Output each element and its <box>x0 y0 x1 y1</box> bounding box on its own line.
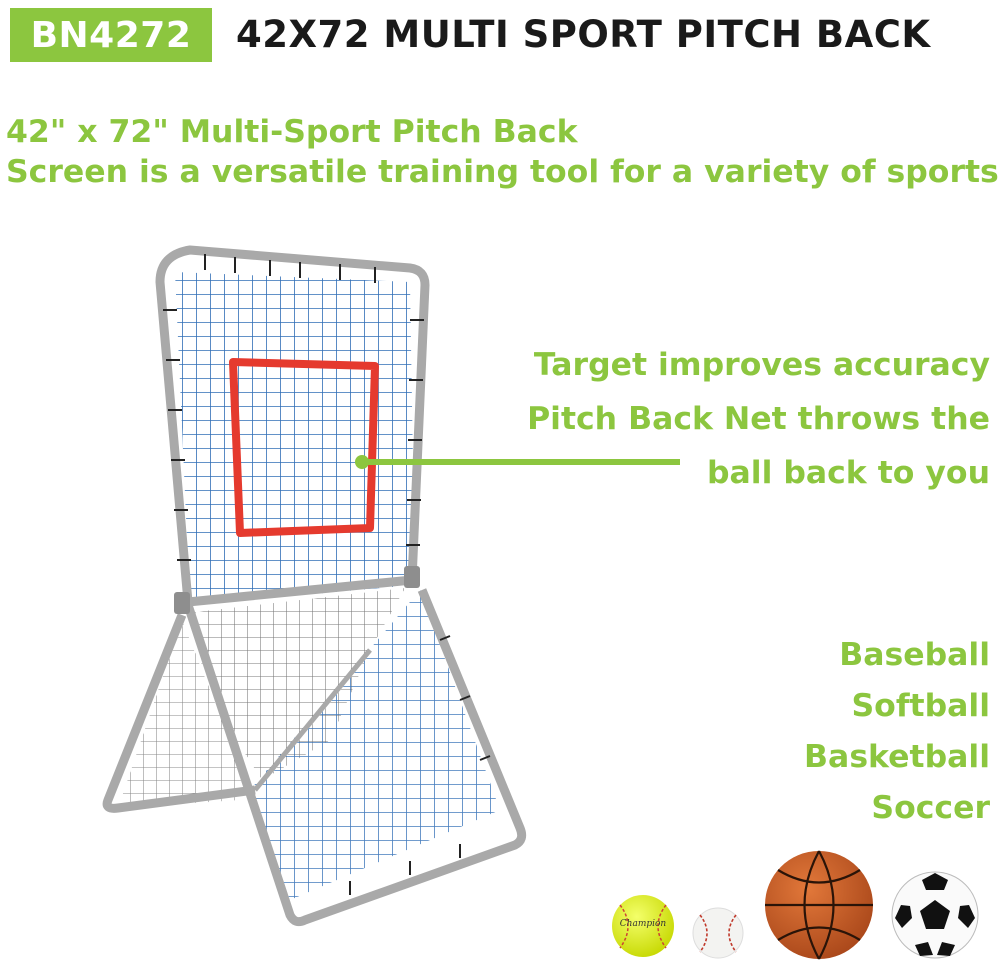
softball-icon: Champion <box>612 895 674 957</box>
sport-item: Soccer <box>871 790 990 826</box>
sport-item: Baseball <box>839 637 990 673</box>
callout-line-3: ball back to you <box>706 455 990 491</box>
callout-line-2: Pitch Back Net throws the <box>527 401 990 437</box>
pitch-back-net-image <box>102 245 527 927</box>
sport-item: Basketball <box>804 739 990 775</box>
target-callout-text: Target improves accuracy Pitch Back Net … <box>470 338 990 500</box>
sports-list: Baseball Softball Basketball Soccer <box>690 630 990 834</box>
intro-line-1: 42" x 72" Multi-Sport Pitch Back <box>6 114 578 150</box>
intro-line-2: Screen is a versatile training tool for … <box>6 154 999 190</box>
basketball-icon <box>765 850 873 960</box>
baseball-icon <box>692 907 744 959</box>
intro-text: 42" x 72" Multi-Sport Pitch Back Screen … <box>6 112 999 192</box>
sport-item: Softball <box>851 688 991 724</box>
product-code-badge: BN4272 <box>10 8 212 62</box>
callout-pointer <box>355 455 680 469</box>
callout-line-1: Target improves accuracy <box>533 347 990 383</box>
svg-text:Champion: Champion <box>620 919 667 929</box>
page-title: 42X72 MULTI SPORT PITCH BACK <box>236 13 931 56</box>
soccer-ball-icon <box>891 871 979 959</box>
